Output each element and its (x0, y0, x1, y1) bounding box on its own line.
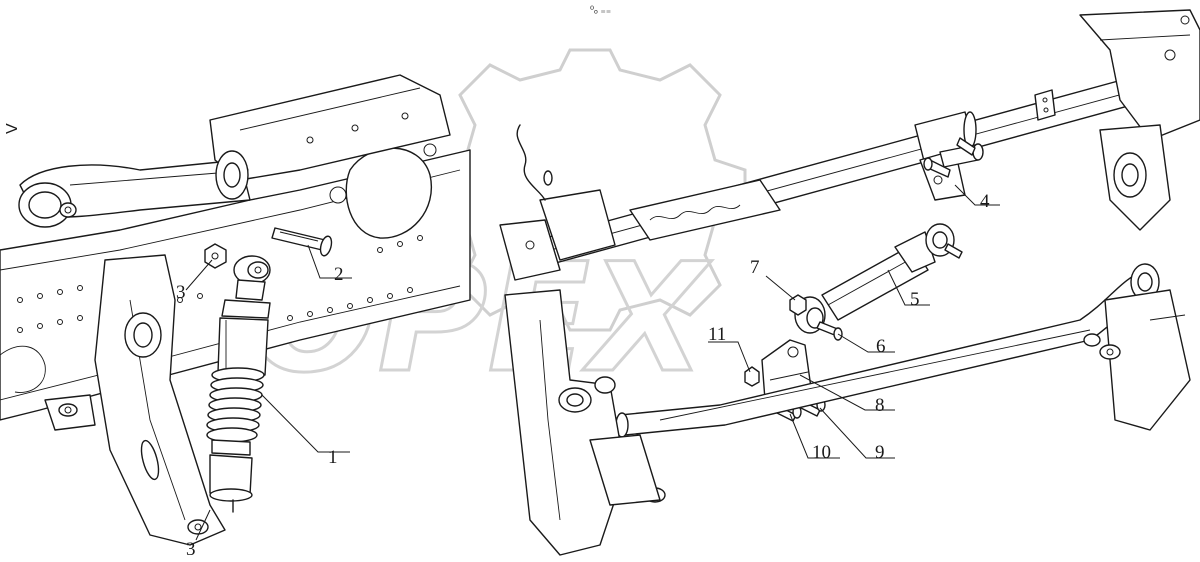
leader-9 (819, 407, 895, 459)
callout-4: 4 (980, 191, 990, 212)
part-1-shock-absorber (206, 255, 271, 513)
leader-1 (261, 394, 350, 453)
shock-spring (206, 367, 265, 443)
leader-7 (765, 275, 796, 301)
callout-9: 9 (875, 442, 885, 463)
callout-1: 1 (328, 447, 338, 468)
callout-8: 8 (875, 395, 885, 416)
leader-lines (185, 184, 1000, 541)
lower-middle-bracket (504, 289, 666, 556)
stabilizer-bar (615, 263, 1160, 438)
left-frame-assembly (0, 74, 471, 546)
callout-2: 2 (334, 264, 344, 285)
callout-11: 11 (708, 324, 726, 345)
edge-mark: V (4, 123, 21, 134)
page-mark: ⁰ₒ ₌₌ (590, 5, 611, 16)
leader-2 (307, 244, 352, 279)
callout-5: 5 (910, 289, 920, 310)
part-2-bolt (271, 227, 333, 257)
part-7-nut (789, 294, 807, 316)
middle-plate (499, 124, 781, 281)
callouts: 1 2 3 3 4 5 6 7 8 9 10 11 (176, 191, 990, 560)
leader-8 (799, 374, 895, 411)
leader-3b (195, 509, 211, 541)
right-frame (1079, 9, 1200, 431)
callout-3: 3 (176, 282, 186, 303)
leader-3 (185, 259, 213, 291)
leader-6 (837, 333, 895, 353)
part-4-bracket (919, 137, 984, 201)
callout-10: 10 (812, 442, 831, 463)
leader-10 (789, 413, 840, 459)
part-5-shock-absorber (794, 223, 963, 334)
callout-6: 6 (876, 336, 886, 357)
part-11-nut (744, 366, 760, 387)
leader-11 (708, 341, 751, 373)
callout-7: 7 (750, 257, 760, 278)
leader-4 (954, 184, 1000, 206)
part-6-bolt (816, 321, 843, 341)
leader-5 (887, 269, 930, 306)
callout-3b: 3 (186, 539, 196, 560)
